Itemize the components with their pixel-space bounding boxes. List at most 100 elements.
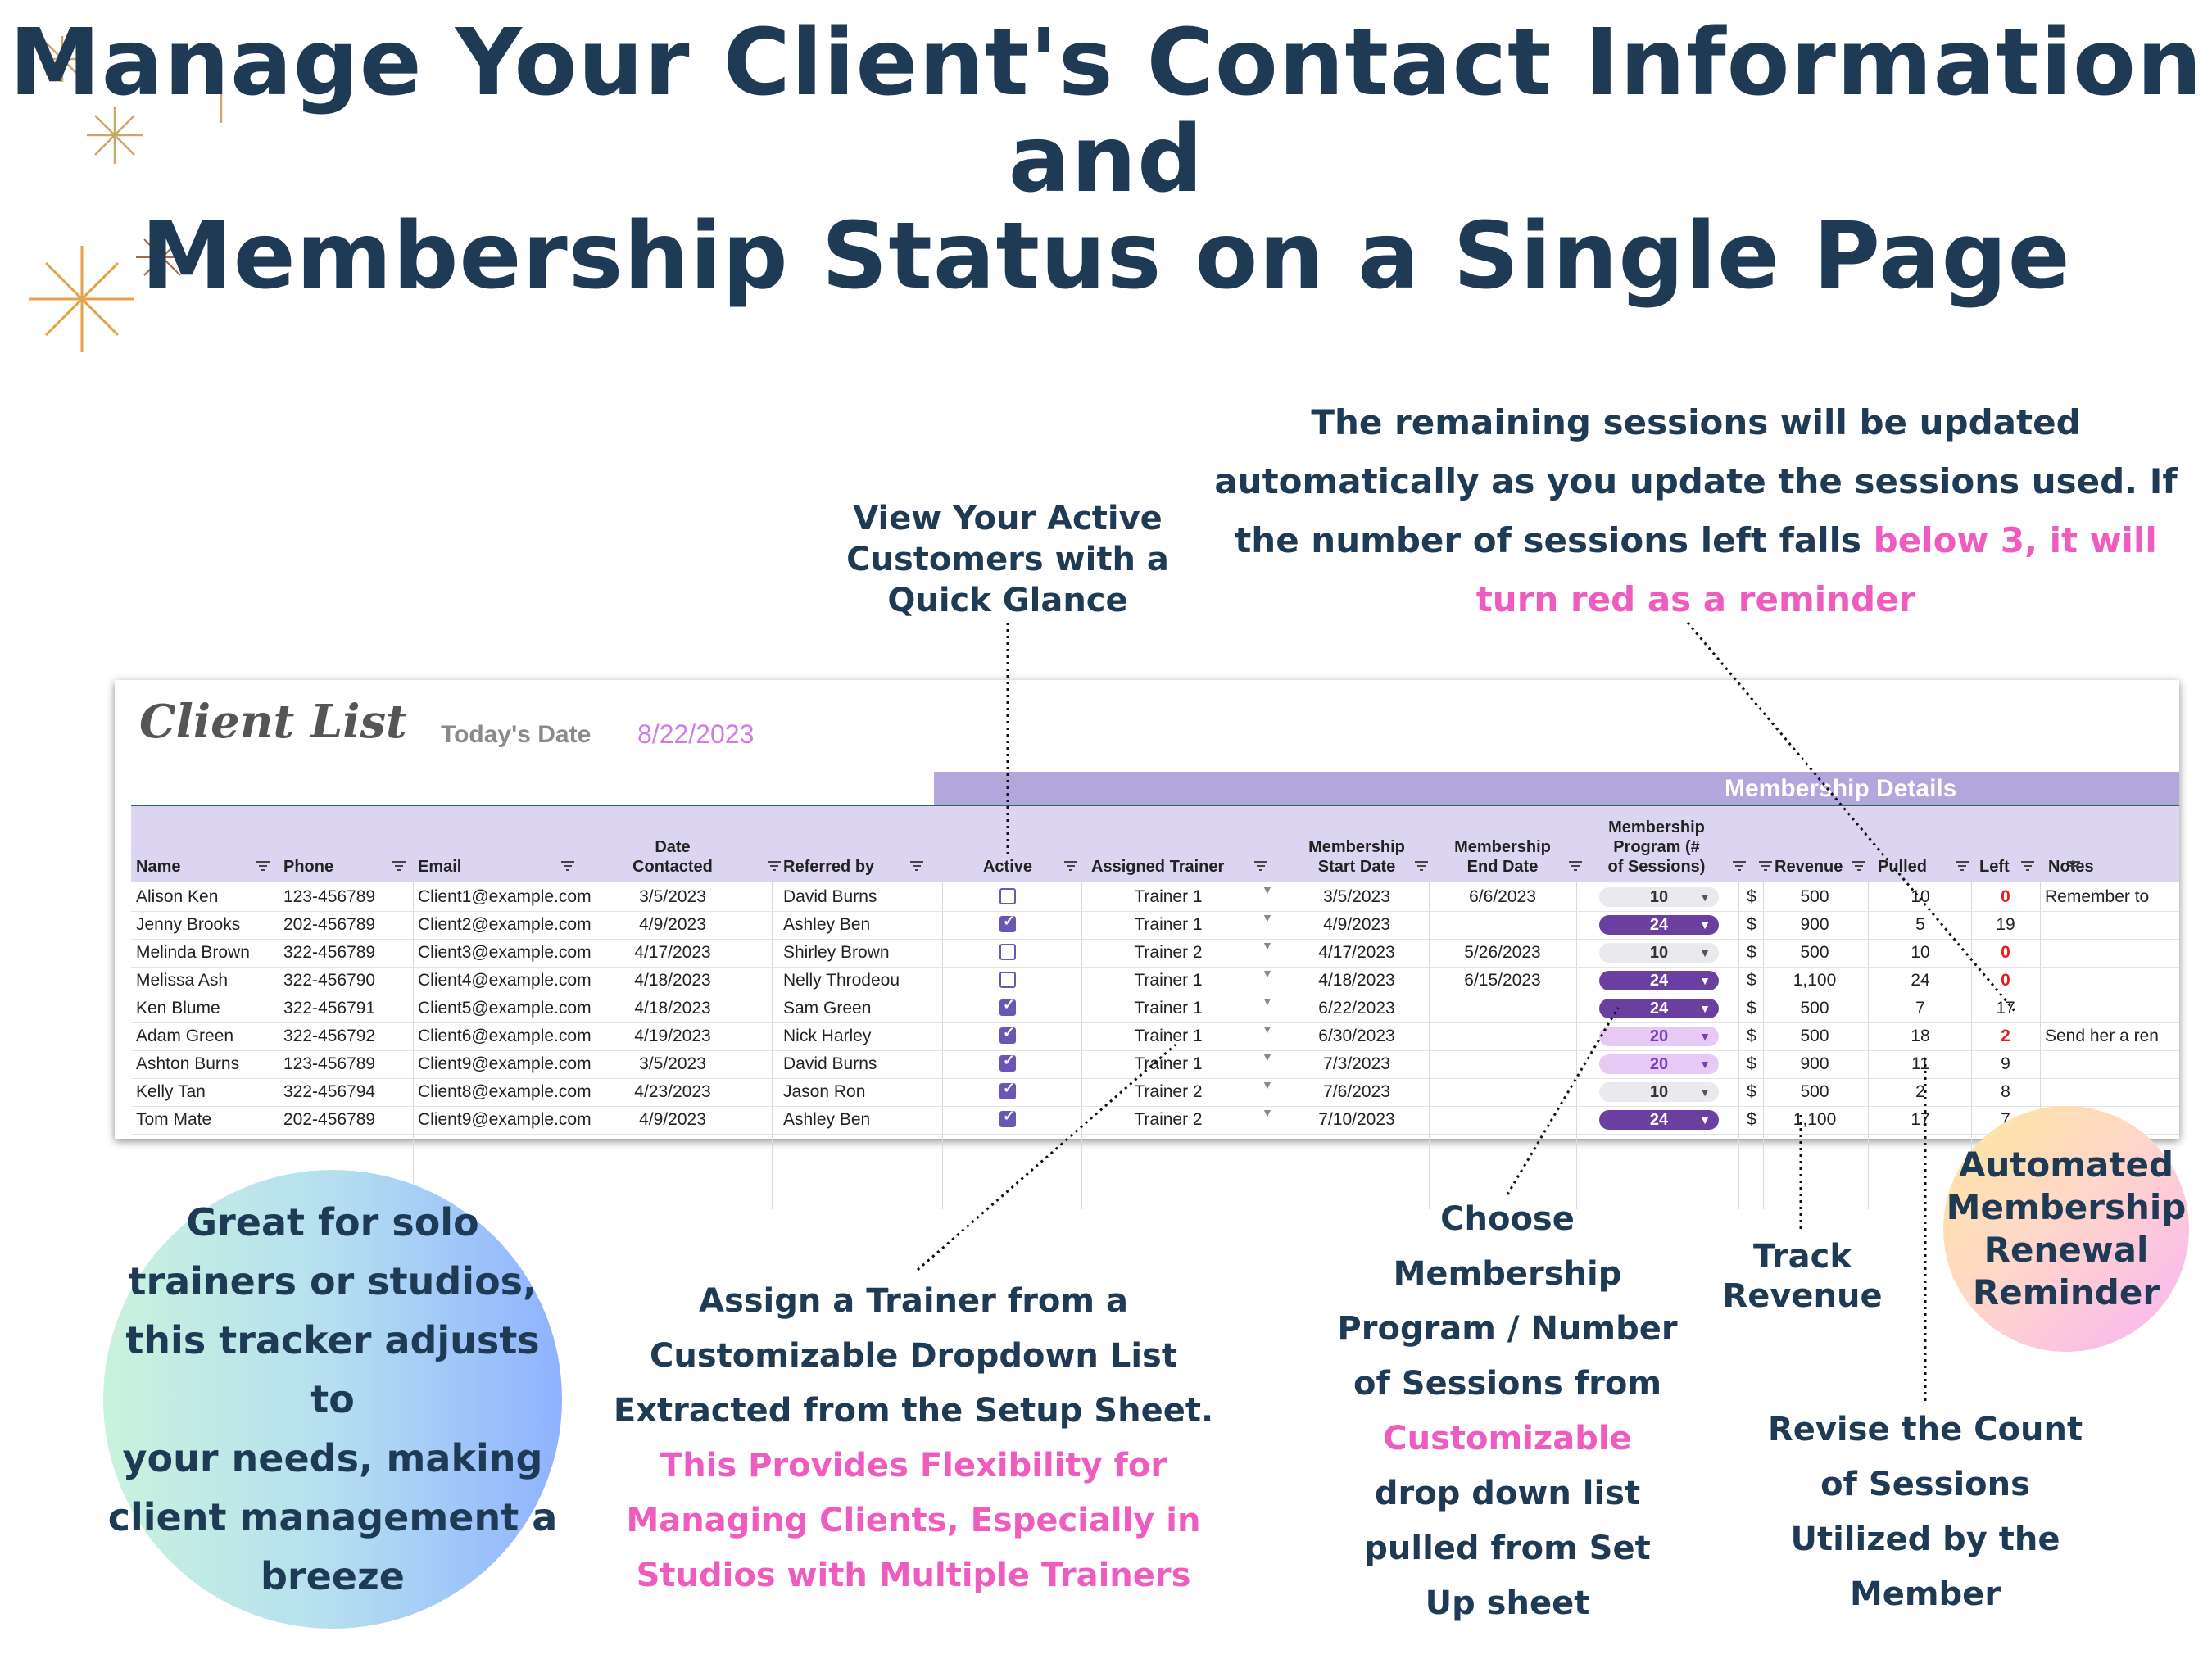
cell-currency[interactable]: $ [1747,1110,1756,1129]
cell-email[interactable]: Client3@example.com [418,943,592,962]
active-checkbox[interactable] [999,1108,1016,1127]
cell-pulled[interactable]: 11 [1911,1054,1929,1073]
cell-notes[interactable]: Remember to [2045,887,2150,906]
program-dropdown[interactable]: 24▼ [1599,915,1719,935]
trainer-dropdown-arrow-icon[interactable]: ▼ [1262,995,1273,1008]
cell-name[interactable]: Adam Green [136,1027,234,1045]
cell-notes[interactable] [2045,1050,2179,1078]
column-filter-icon[interactable] [909,860,924,872]
cell-end-date[interactable] [1432,1050,1573,1078]
cell-currency[interactable]: $ [1747,971,1756,990]
cell-start-date[interactable]: 6/30/2023 [1318,1027,1395,1045]
column-filter-icon[interactable] [392,860,406,872]
cell-name[interactable]: Kelly Tan [136,1082,206,1101]
cell-end-date[interactable]: 6/6/2023 [1469,887,1536,906]
column-filter-icon[interactable] [1253,860,1268,872]
cell-email[interactable]: Client9@example.com [418,1054,592,1073]
cell-email[interactable]: Client2@example.com [418,915,592,934]
active-checkbox[interactable] [999,888,1016,904]
cell-email[interactable]: Client1@example.com [418,887,592,906]
column-filter-icon[interactable] [2066,860,2081,872]
trainer-dropdown-arrow-icon[interactable]: ▼ [1262,939,1273,952]
cell-currency[interactable]: $ [1747,1082,1756,1101]
cell-pulled[interactable]: 7 [1915,999,1925,1018]
trainer-dropdown-arrow-icon[interactable]: ▼ [1262,1050,1273,1063]
cell-name[interactable]: Melissa Ash [136,971,229,990]
cell-phone[interactable]: 322-456789 [283,943,376,962]
cell-start-date[interactable]: 6/22/2023 [1318,999,1395,1018]
column-filter-icon[interactable] [1063,860,1078,872]
cell-assigned-trainer[interactable]: Trainer 2 [1134,1082,1203,1101]
active-checkbox[interactable] [999,913,1016,932]
cell-date-contacted[interactable]: 4/18/2023 [634,971,711,990]
cell-end-date[interactable] [1432,1078,1573,1106]
column-filter-icon[interactable] [767,860,782,872]
cell-start-date[interactable]: 4/18/2023 [1318,971,1395,990]
cell-referred-by[interactable]: David Burns [783,1054,877,1073]
cell-email[interactable]: Client4@example.com [418,971,592,990]
cell-referred-by[interactable]: Sam Green [783,999,872,1018]
cell-phone[interactable]: 123-456789 [283,887,376,906]
cell-notes[interactable] [2045,911,2179,939]
cell-email[interactable]: Client9@example.com [418,1110,592,1129]
active-checkbox[interactable] [999,944,1016,960]
cell-left[interactable]: 0 [2001,943,2010,962]
active-checkbox[interactable] [999,972,1016,988]
column-filter-icon[interactable] [1955,860,1969,872]
program-dropdown[interactable]: 10▼ [1599,943,1719,963]
column-filter-icon[interactable] [560,860,575,872]
cell-revenue[interactable]: 500 [1800,1082,1829,1101]
cell-assigned-trainer[interactable]: Trainer 1 [1134,887,1203,906]
table-row[interactable]: Ashton Burns 123-456789 Client9@example.co… [131,1050,2179,1079]
cell-start-date[interactable]: 7/10/2023 [1318,1110,1395,1129]
cell-date-contacted[interactable]: 4/19/2023 [634,1027,711,1045]
cell-phone[interactable]: 202-456789 [283,915,376,934]
cell-name[interactable]: Tom Mate [136,1110,212,1129]
cell-revenue[interactable]: 1,100 [1793,971,1837,990]
cell-left[interactable]: 2 [2001,1027,2010,1045]
trainer-dropdown-arrow-icon[interactable]: ▼ [1262,911,1273,924]
cell-currency[interactable]: $ [1747,915,1756,934]
cell-referred-by[interactable]: David Burns [783,887,877,906]
cell-revenue[interactable]: 900 [1800,915,1829,934]
cell-phone[interactable]: 322-456790 [283,971,376,990]
cell-assigned-trainer[interactable]: Trainer 2 [1134,943,1203,962]
cell-revenue[interactable]: 500 [1800,887,1829,906]
cell-referred-by[interactable]: Nelly Throdeou [783,971,900,990]
cell-left[interactable]: 8 [2001,1082,2010,1101]
cell-name[interactable]: Ashton Burns [136,1054,240,1073]
cell-end-date[interactable]: 5/26/2023 [1464,943,1541,962]
cell-start-date[interactable]: 7/6/2023 [1323,1082,1390,1101]
cell-date-contacted[interactable]: 3/5/2023 [639,1054,706,1073]
cell-end-date[interactable] [1432,995,1573,1022]
cell-assigned-trainer[interactable]: Trainer 1 [1134,999,1203,1018]
cell-pulled[interactable]: 10 [1911,943,1930,962]
cell-notes[interactable] [2045,939,2179,967]
cell-left[interactable]: 0 [2001,887,2010,906]
program-dropdown[interactable]: 10▼ [1599,887,1719,907]
cell-name[interactable]: Alison Ken [136,887,219,906]
cell-currency[interactable]: $ [1747,1027,1756,1045]
cell-start-date[interactable]: 3/5/2023 [1323,887,1390,906]
cell-currency[interactable]: $ [1747,999,1756,1018]
cell-revenue[interactable]: 900 [1800,1054,1829,1073]
cell-assigned-trainer[interactable]: Trainer 1 [1134,971,1203,990]
cell-left[interactable]: 0 [2001,971,2010,990]
cell-phone[interactable]: 123-456789 [283,1054,376,1073]
cell-left[interactable]: 9 [2001,1054,2010,1073]
active-checkbox[interactable] [999,1024,1016,1044]
program-dropdown[interactable]: 10▼ [1599,1082,1719,1102]
column-filter-icon[interactable] [1758,860,1773,872]
cell-start-date[interactable]: 4/17/2023 [1318,943,1395,962]
program-dropdown[interactable]: 24▼ [1599,1110,1719,1130]
cell-notes[interactable] [2045,967,2179,995]
cell-notes[interactable] [2045,1078,2179,1106]
trainer-dropdown-arrow-icon[interactable]: ▼ [1262,1078,1273,1091]
column-filter-icon[interactable] [1732,860,1747,872]
cell-revenue[interactable]: 500 [1800,1027,1829,1045]
cell-end-date[interactable] [1432,911,1573,939]
trainer-dropdown-arrow-icon[interactable]: ▼ [1262,883,1273,896]
program-dropdown[interactable]: 20▼ [1599,1027,1719,1046]
cell-currency[interactable]: $ [1747,943,1756,962]
